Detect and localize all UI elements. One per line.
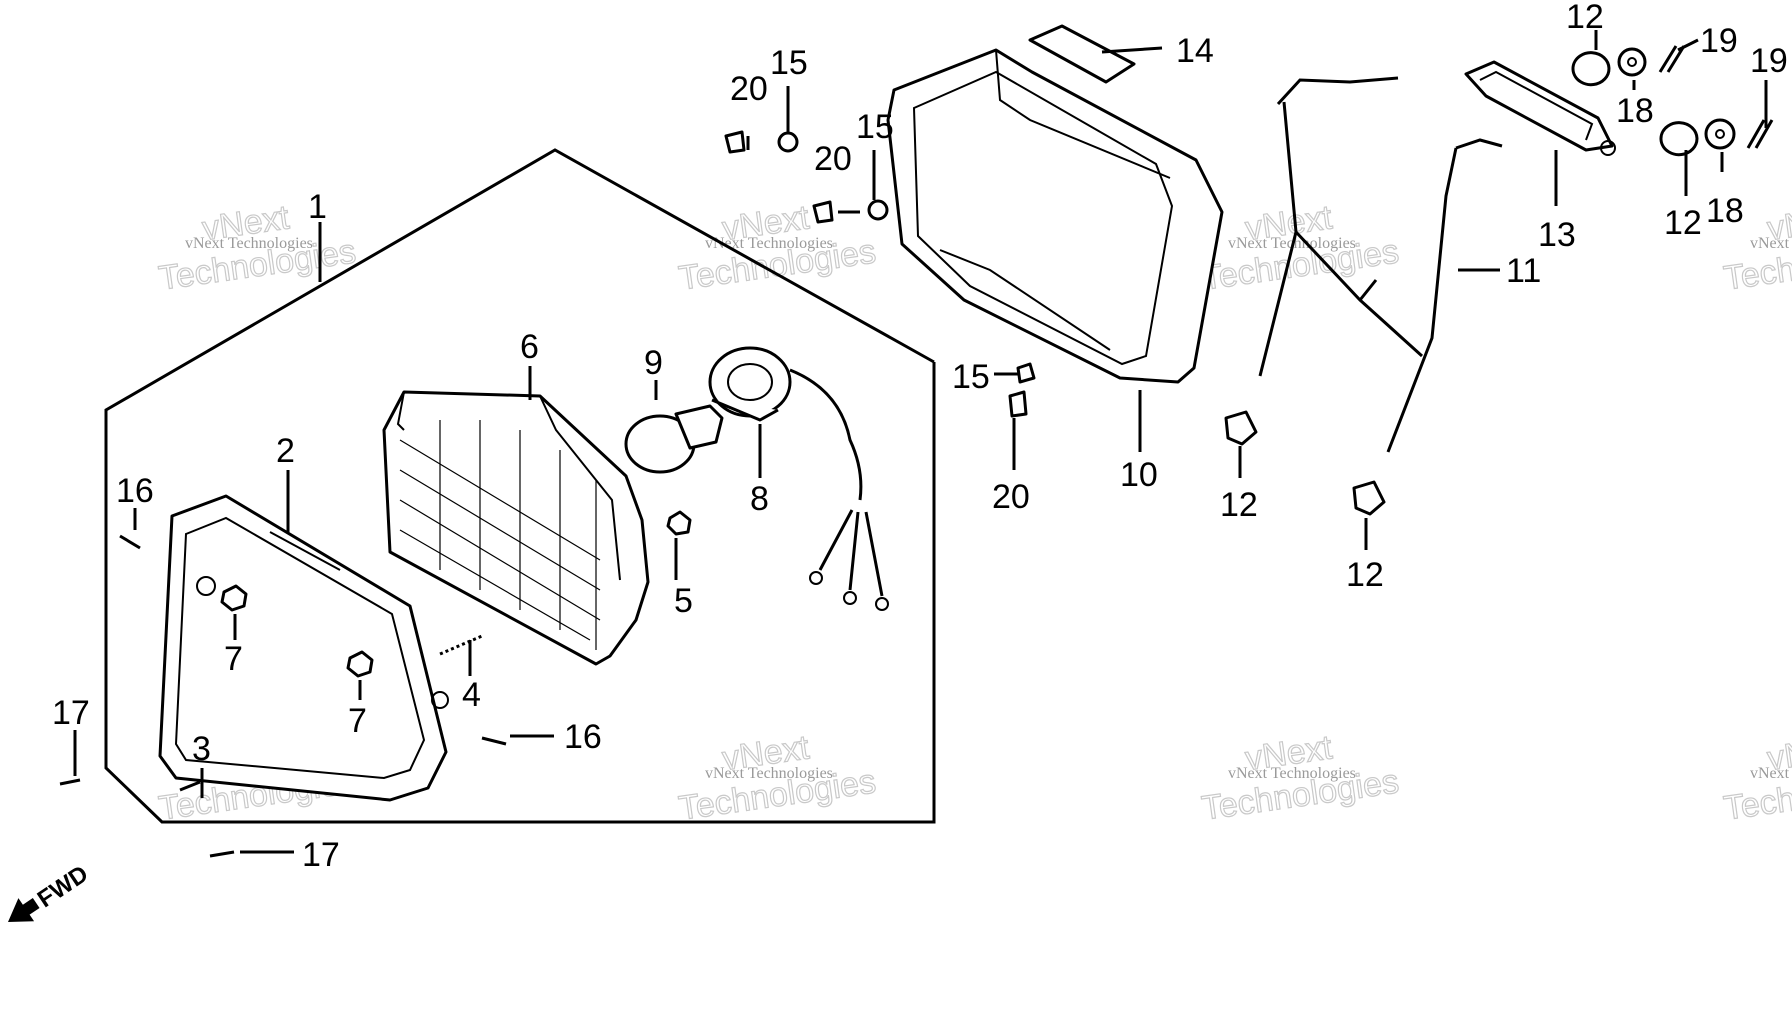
part-6-sealed-beam (382, 390, 650, 666)
callout-18b: 18 (1706, 192, 1744, 230)
part-14-label (1028, 24, 1136, 84)
callout-19b: 19 (1750, 42, 1788, 80)
callout-2: 2 (276, 432, 295, 470)
grommet-12 (1571, 51, 1611, 87)
callout-18a: 18 (1616, 92, 1654, 130)
callout-labels: 1 2 3 4 5 6 7 7 8 9 10 11 12 12 12 12 13… (52, 0, 1788, 874)
grommet-12 (1352, 480, 1386, 516)
leader-lines (73, 30, 1768, 854)
screw-16 (119, 534, 141, 550)
part-10-case (886, 48, 1224, 384)
callout-15b: 15 (856, 108, 894, 146)
part-9-bulb (624, 404, 724, 474)
collar-15 (777, 131, 799, 153)
washer-18 (1617, 47, 1647, 77)
callout-5: 5 (674, 582, 693, 620)
lens-pattern (399, 420, 601, 650)
fwd-label: FWD (33, 860, 93, 913)
pin-19 (1746, 119, 1774, 149)
collar-15 (1016, 362, 1036, 384)
watermark-text: vNext Technologies (705, 765, 833, 782)
callout-4: 4 (462, 676, 481, 714)
part-13-bracket (1464, 60, 1616, 156)
bolt-20 (812, 200, 834, 224)
screw-17 (59, 778, 81, 786)
callout-19a: 19 (1700, 22, 1738, 60)
callout-12b: 12 (1664, 204, 1702, 242)
bolt-20 (724, 130, 746, 154)
callout-17b: 17 (302, 836, 340, 874)
washer-18 (1704, 118, 1736, 150)
callout-12d: 12 (1346, 556, 1384, 594)
watermark-text: vNext Technologies (705, 235, 833, 252)
callout-6: 6 (520, 328, 539, 366)
callout-7a: 7 (224, 640, 243, 678)
callout-17a: 17 (52, 694, 90, 732)
nut-5 (666, 510, 692, 536)
watermark-text: vNext Technologies (185, 235, 313, 252)
watermark: vNext Technologies vNext Technologies (1721, 728, 1792, 829)
callout-13: 13 (1538, 216, 1576, 254)
assembly-outline (104, 148, 936, 824)
part-11-stay (1258, 76, 1503, 453)
bolt-20 (1008, 390, 1028, 418)
watermark: vNext Technologies vNext Technologies (1199, 198, 1402, 299)
watermark: vNext Technologies vNext Technologies (1721, 198, 1792, 299)
callout-9: 9 (644, 344, 663, 382)
watermark-text: vNext Technologies (1228, 765, 1356, 782)
watermark-text: vNext Technologies (1750, 235, 1792, 252)
callout-7b: 7 (348, 702, 367, 740)
callout-12c: 12 (1220, 486, 1258, 524)
callout-8: 8 (750, 480, 769, 518)
callout-10: 10 (1120, 456, 1158, 494)
hardware (59, 45, 1774, 858)
callout-20b: 20 (814, 140, 852, 178)
arrow-icon (8, 898, 40, 922)
grommet-12 (1224, 410, 1258, 446)
callout-12a: 12 (1566, 0, 1604, 36)
callout-15a: 15 (770, 44, 808, 82)
callout-14: 14 (1176, 32, 1214, 70)
pin-19 (1658, 45, 1686, 73)
callout-11: 11 (1506, 252, 1541, 290)
callout-16a: 16 (116, 472, 154, 510)
nut-7 (220, 584, 248, 612)
watermark-text: vNext (1765, 728, 1792, 778)
watermark-text: vNext Technologies (1750, 765, 1792, 782)
screw-17 (209, 850, 235, 858)
screw-16 (481, 736, 507, 746)
grommet-12 (1659, 121, 1699, 157)
callout-1: 1 (308, 188, 327, 226)
watermark: vNext Technologies vNext Technologies (1199, 728, 1402, 829)
spring-4 (439, 634, 483, 656)
fwd-arrow: FWD (8, 860, 93, 922)
callout-20a: 20 (730, 70, 768, 108)
callout-15c: 15 (952, 358, 990, 396)
watermark-text: vNext (1765, 198, 1792, 248)
callout-16b: 16 (564, 718, 602, 756)
screw-3 (179, 780, 201, 792)
callout-20c: 20 (992, 478, 1030, 516)
watermark: vNext Technologies vNext Technologies (676, 728, 879, 829)
watermark: vNext Technologies vNext Technologies (676, 198, 879, 299)
collar-15 (867, 199, 889, 221)
nut-7 (346, 650, 374, 678)
part-8-socket (708, 346, 889, 611)
callout-3: 3 (192, 730, 211, 768)
